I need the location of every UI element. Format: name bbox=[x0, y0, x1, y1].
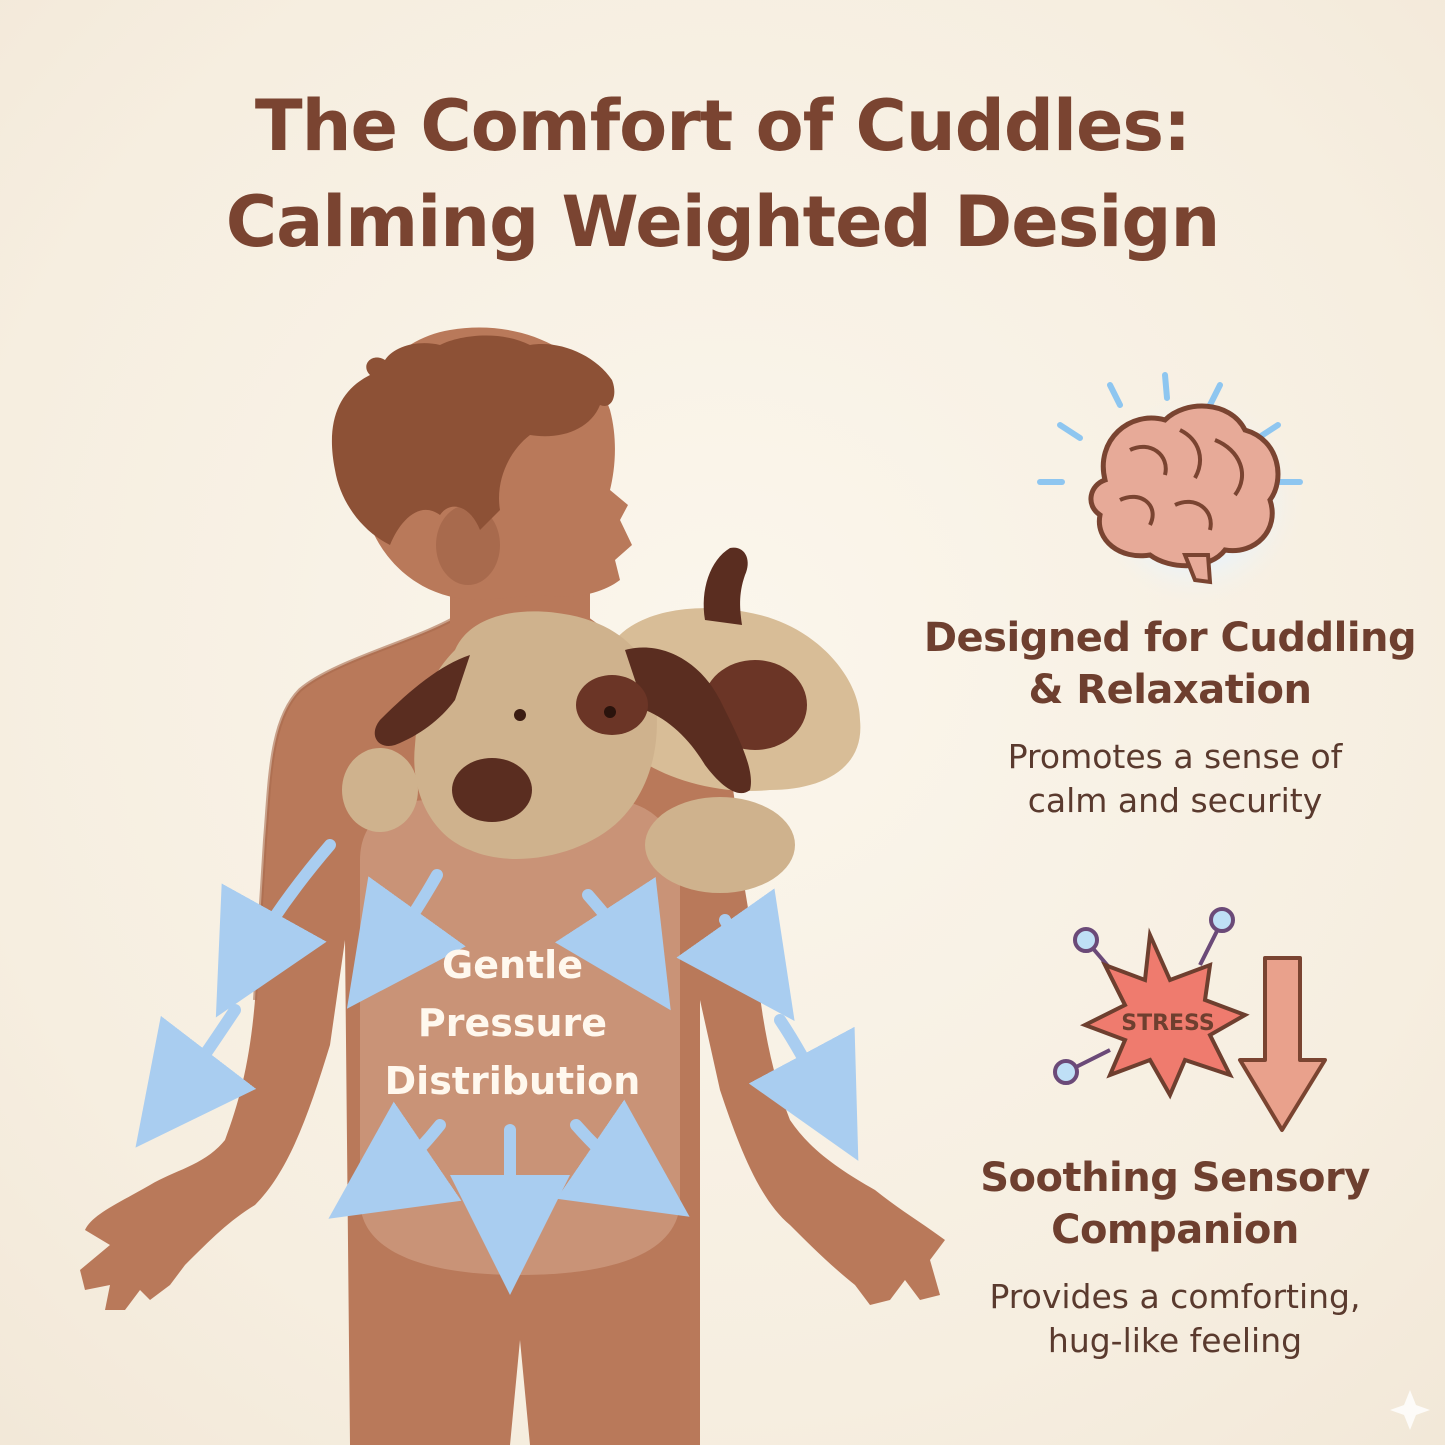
puppy-ear-right bbox=[625, 647, 751, 794]
pressure-arrows bbox=[135, 839, 859, 1295]
pressure-label-line-2: Pressure bbox=[417, 1001, 608, 1045]
plush-puppy bbox=[342, 547, 861, 893]
puppy-eye bbox=[604, 706, 616, 718]
feature-desc-cuddling: Promotes a sense of calm and security bbox=[905, 735, 1445, 823]
feature-desc-line-1: Provides a comforting, bbox=[989, 1277, 1361, 1316]
feature-title-cuddling: Designed for Cuddling & Relaxation bbox=[900, 612, 1440, 716]
puppy-paw bbox=[342, 748, 418, 832]
puppy-nose bbox=[452, 758, 532, 822]
puppy-eye-patch bbox=[576, 675, 648, 735]
pressure-arrow bbox=[135, 1004, 257, 1148]
feature-desc-line-1: Promotes a sense of bbox=[1007, 737, 1343, 776]
pressure-arrow bbox=[748, 1014, 859, 1161]
puppy-ear-left bbox=[374, 655, 470, 746]
headline-line-1: The Comfort of Cuddles: bbox=[254, 85, 1191, 167]
feature-title-line-2: Companion bbox=[1051, 1207, 1299, 1253]
child-hair bbox=[331, 335, 615, 545]
pressure-label-line-3: Distribution bbox=[384, 1059, 641, 1103]
feature-title-sensory: Soothing Sensory Companion bbox=[905, 1152, 1445, 1256]
feature-desc-line-2: hug-like feeling bbox=[1047, 1321, 1303, 1360]
stress-badge-label: STRESS bbox=[1121, 1011, 1215, 1036]
feature-title-line-1: Soothing Sensory bbox=[980, 1155, 1370, 1201]
feature-desc-line-2: calm and security bbox=[1027, 781, 1323, 820]
headline: The Comfort of Cuddles: Calming Weighted… bbox=[0, 78, 1445, 270]
pressure-arrow bbox=[328, 1101, 462, 1219]
feature-title-line-1: Designed for Cuddling bbox=[923, 615, 1417, 661]
feature-title-line-2: & Relaxation bbox=[1028, 667, 1312, 713]
feature-desc-sensory: Provides a comforting, hug-like feeling bbox=[905, 1275, 1445, 1363]
pressure-arrow bbox=[346, 869, 466, 1009]
pressure-arrow bbox=[556, 1099, 690, 1217]
headline-line-2: Calming Weighted Design bbox=[225, 181, 1221, 263]
stress-down-icon: STRESS bbox=[1053, 907, 1327, 1132]
pressure-arrow bbox=[554, 876, 671, 1011]
puppy-eye bbox=[514, 709, 526, 721]
down-arrow-icon bbox=[1238, 956, 1327, 1132]
pressure-arrow bbox=[215, 839, 336, 1018]
pressure-label-line-1: Gentle bbox=[442, 943, 583, 987]
brain-icon bbox=[1037, 372, 1305, 610]
puppy-tail bbox=[703, 547, 748, 625]
child-silhouette bbox=[80, 327, 945, 1445]
puppy-paw bbox=[645, 797, 795, 893]
sparkle-icon bbox=[1390, 1390, 1430, 1430]
pressure-label: Gentle Pressure Distribution bbox=[370, 936, 655, 1110]
pressure-arrow bbox=[676, 888, 795, 1022]
